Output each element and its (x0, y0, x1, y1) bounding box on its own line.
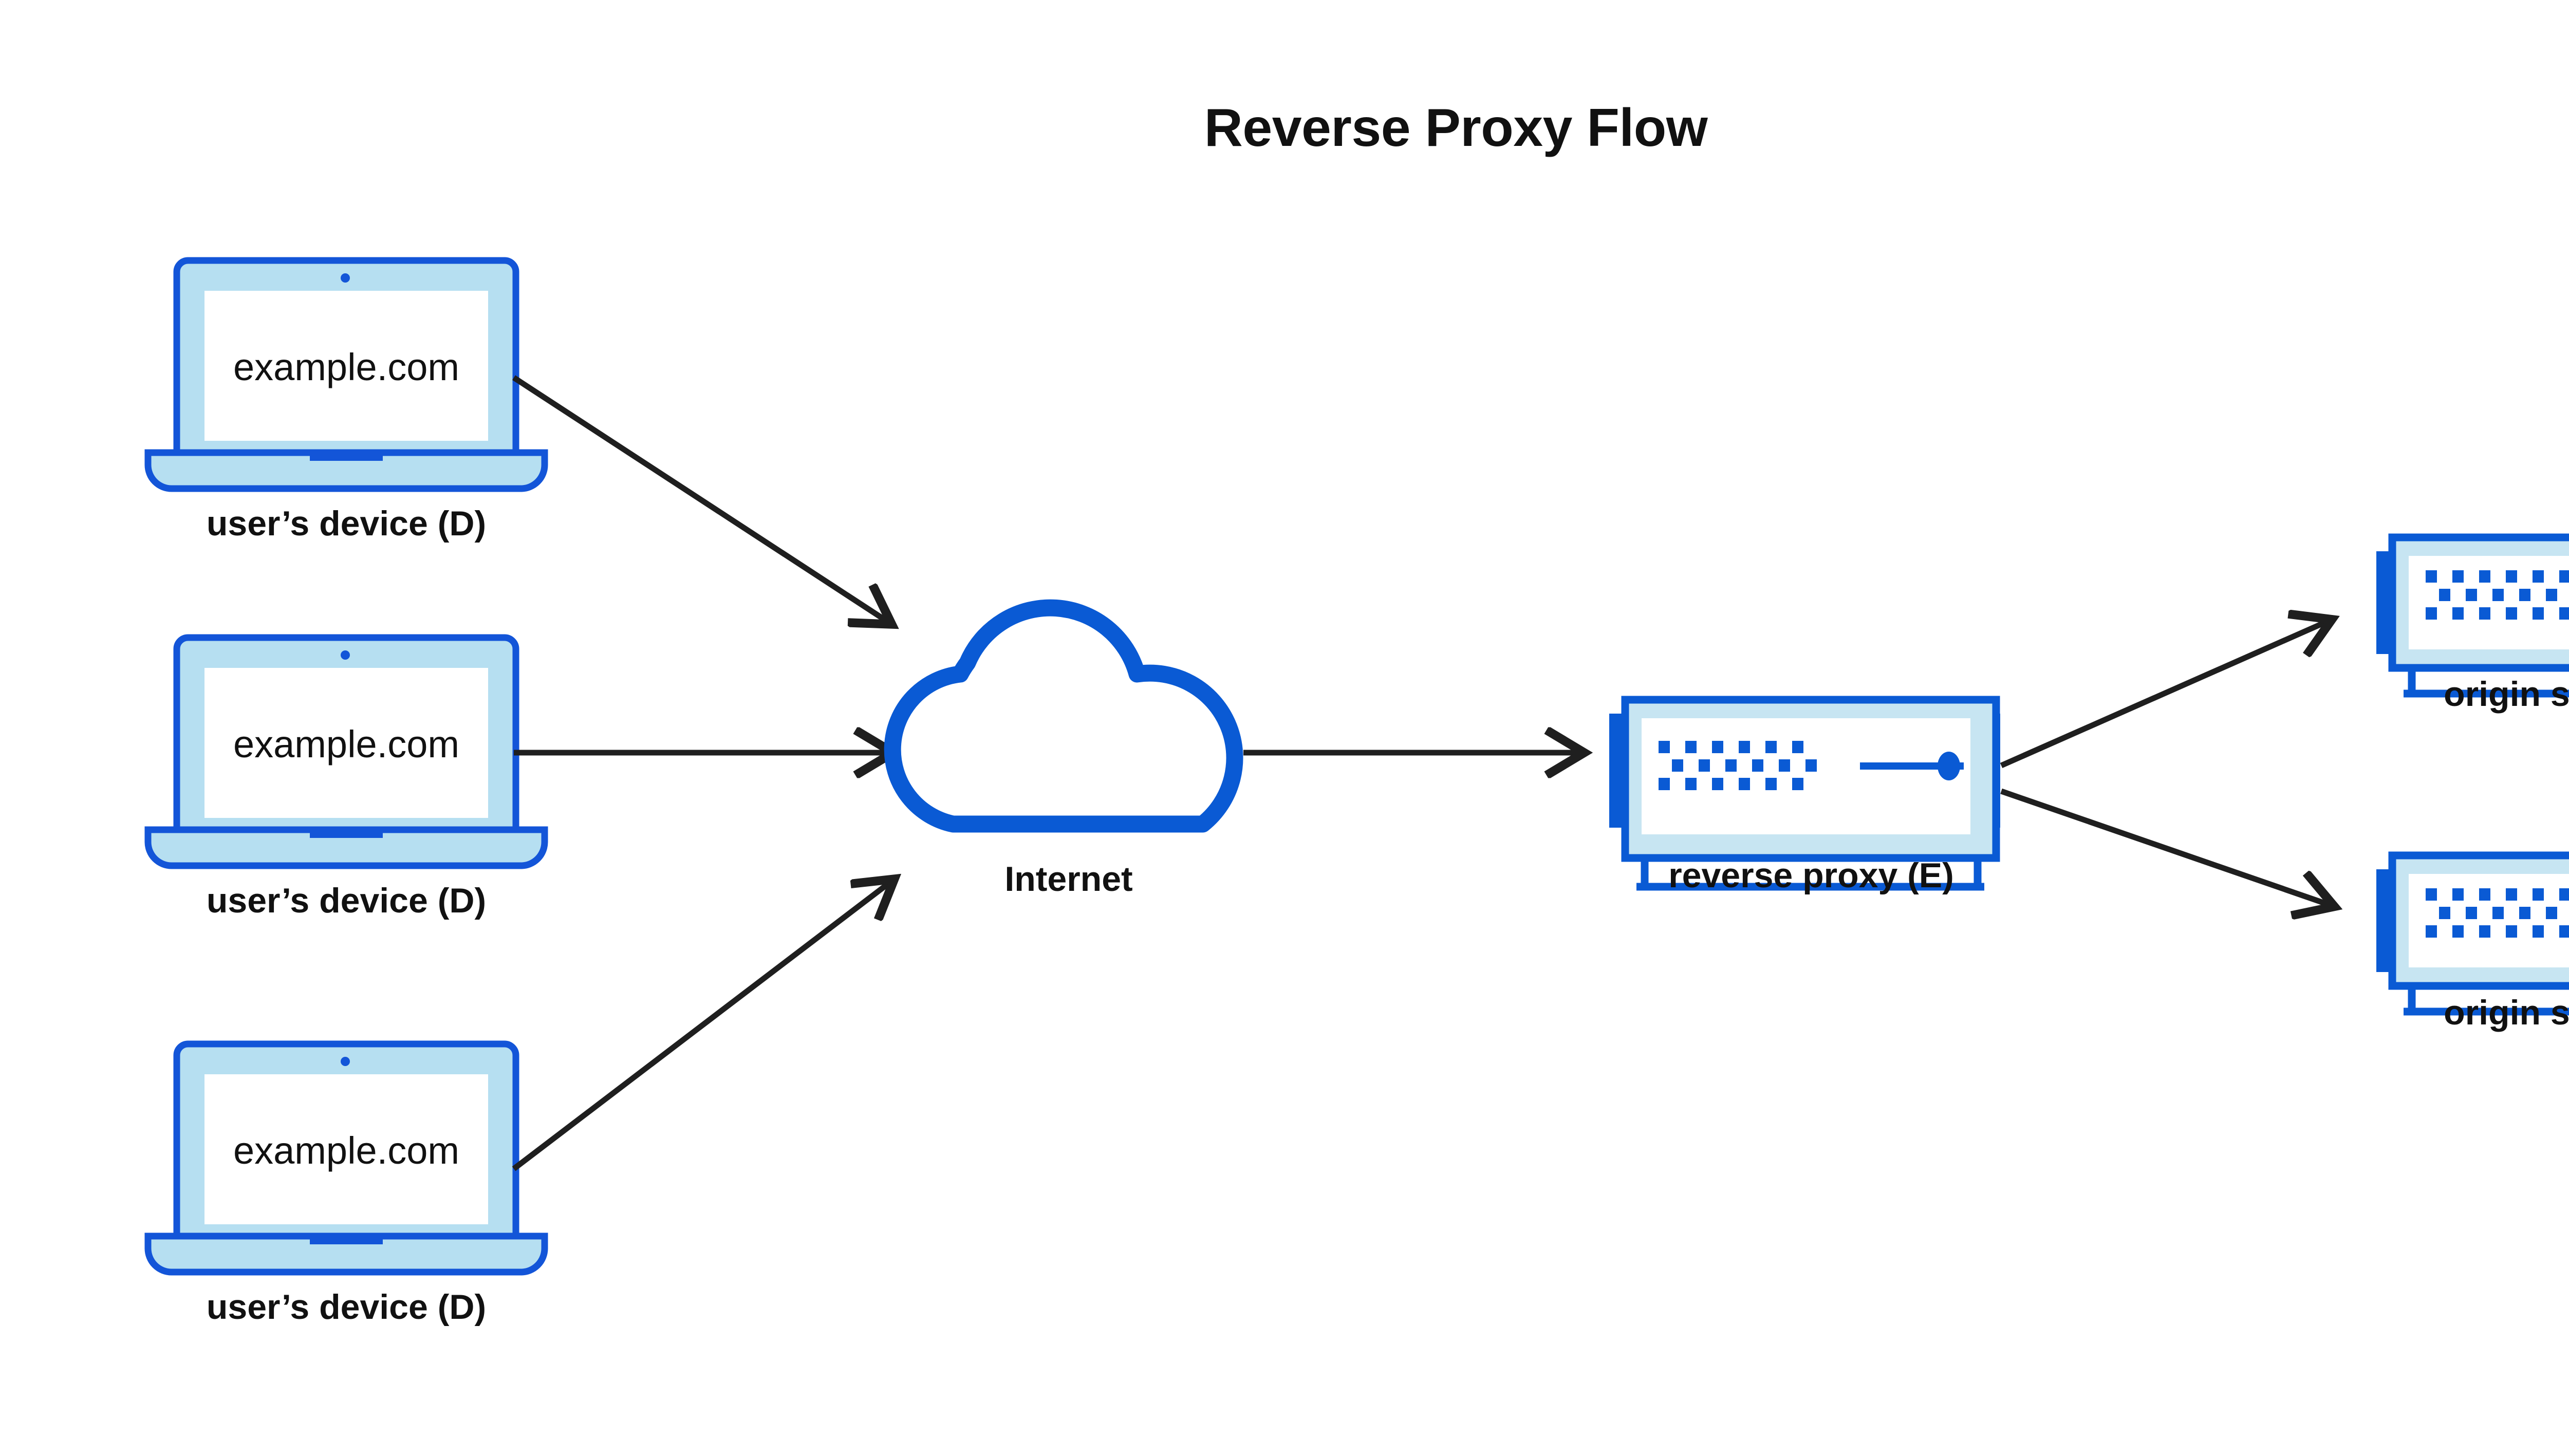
laptop-icon-3 (144, 1040, 548, 1276)
device-label-2: user’s device (D) (206, 881, 487, 920)
laptop-icon-1 (144, 257, 548, 492)
cloud-icon (884, 599, 1243, 833)
internet-label: Internet (1004, 860, 1133, 899)
server-icon-origin-1 (2376, 533, 2569, 698)
server-vent-grid (2426, 888, 2569, 938)
device-screen-text-2: example.com (233, 723, 460, 766)
origin-label-2: origin server (F) (2444, 993, 2569, 1032)
server-icon-origin-2 (2376, 851, 2569, 1016)
proxy-label: reverse proxy (E) (1668, 856, 1954, 895)
flow-arrow-proxy-to-origin2 (2000, 788, 2335, 907)
device-screen-text-3: example.com (233, 1129, 460, 1172)
server-icon-proxy (1609, 696, 2000, 891)
page-title: Reverse Proxy Flow (1204, 98, 1708, 158)
device-screen-text-1: example.com (233, 346, 460, 388)
origin-label-1: origin server (F) (2444, 675, 2569, 714)
device-label-3: user’s device (D) (206, 1287, 487, 1327)
device-label-1: user’s device (D) (206, 504, 487, 543)
server-vent-grid (2426, 570, 2569, 620)
server-vent-grid (1659, 741, 1817, 790)
flow-arrow-proxy-to-origin1 (2000, 619, 2333, 769)
flow-arrow-device1-to-internet (512, 375, 892, 625)
laptop-icon-2 (144, 634, 548, 869)
server-status-led (1938, 752, 1960, 780)
flow-arrow-device3-to-internet (512, 879, 895, 1171)
